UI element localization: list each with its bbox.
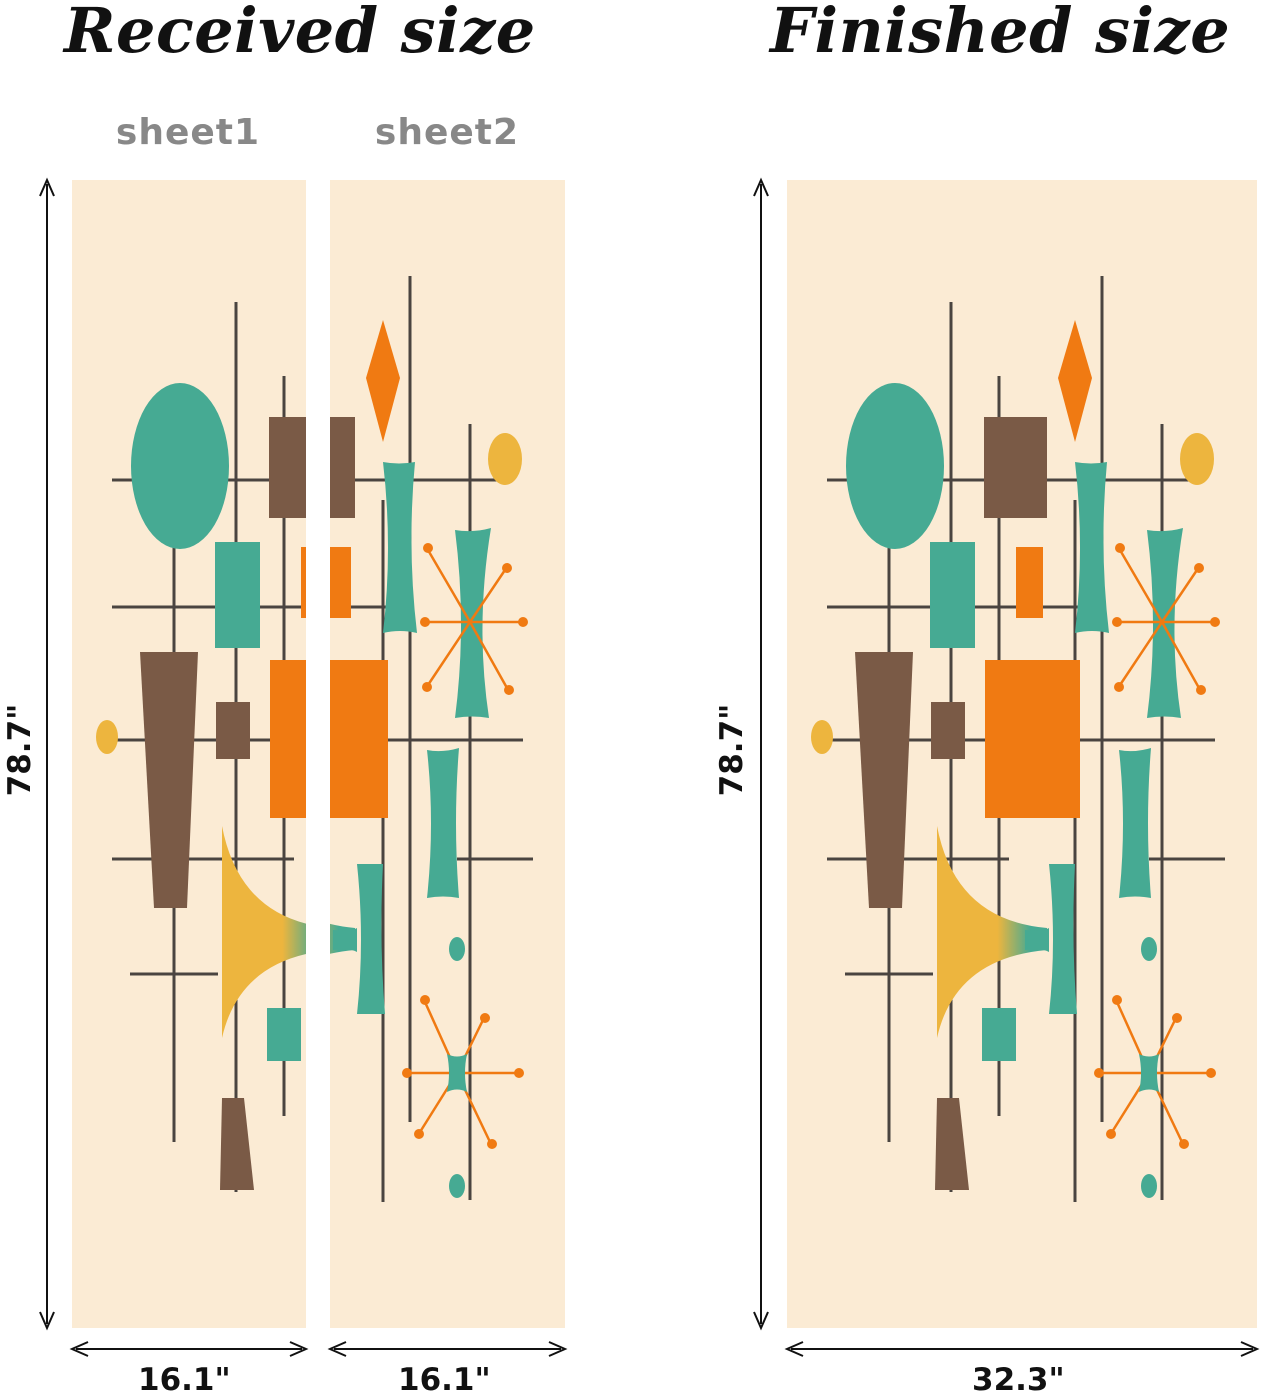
finished-height-label: 78.7": [714, 703, 750, 797]
finished-panel: [787, 180, 1257, 1328]
finished-width-label: 32.3": [972, 1362, 1065, 1398]
received-size-heading: Received size: [64, 0, 536, 67]
received-height-label: 78.7": [2, 703, 38, 797]
dimension-arrows: [39, 177, 1260, 1357]
sheet2-label: sheet2: [374, 112, 520, 153]
sheet1-width-label: 16.1": [138, 1362, 231, 1398]
sheet1-label: sheet1: [115, 112, 261, 153]
finished-size-heading: Finished size: [770, 0, 1231, 67]
sheet2-width-label: 16.1": [398, 1362, 491, 1398]
